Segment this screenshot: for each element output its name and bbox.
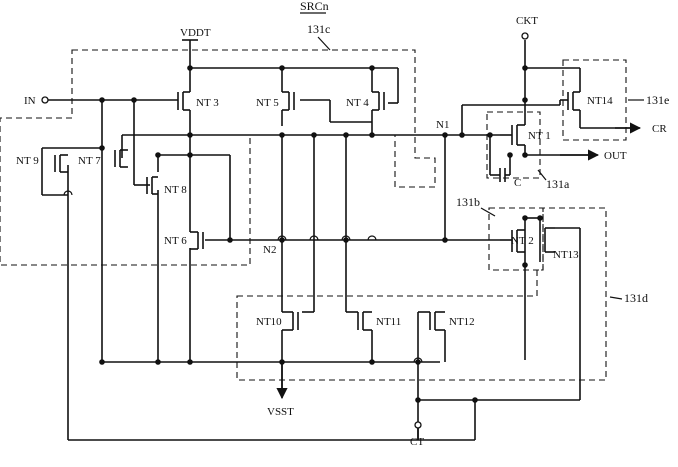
transistor-nt6 xyxy=(190,232,203,249)
ct-terminal xyxy=(415,422,421,428)
block-131c-outline xyxy=(0,50,435,265)
terminals xyxy=(42,33,640,440)
in-label: IN xyxy=(24,95,36,107)
block-131d-outline xyxy=(237,208,606,380)
nt9-label: NT 9 xyxy=(16,155,39,167)
nt7-label: NT 7 xyxy=(78,155,101,167)
block-131d-label: 131d xyxy=(624,291,648,305)
nt1-label: NT 1 xyxy=(528,130,551,142)
nt6-label: NT 6 xyxy=(164,235,187,247)
transistor-nt3 xyxy=(178,92,190,110)
transistor-nt10 xyxy=(282,312,298,330)
transistor-nt4 xyxy=(372,92,384,110)
nt11-label: NT11 xyxy=(376,316,401,328)
ct-label: CT xyxy=(410,436,424,448)
block-131a-label: 131a xyxy=(546,177,570,191)
nt10-label: NT10 xyxy=(256,316,282,328)
nt4-label: NT 4 xyxy=(346,97,369,109)
transistor-nt1 xyxy=(500,110,525,150)
title-label: SRCn xyxy=(300,0,329,13)
nt5-label: NT 5 xyxy=(256,97,279,109)
nt13-label: NT13 xyxy=(553,249,579,261)
block-131c-label: 131c xyxy=(307,22,330,36)
ckt-terminal xyxy=(522,33,528,39)
vddt-label: VDDT xyxy=(180,27,211,39)
capacitor-c xyxy=(500,168,510,182)
junction-dots xyxy=(99,65,543,403)
vsst-label: VSST xyxy=(267,406,294,418)
nt12-label: NT12 xyxy=(449,316,475,328)
out-label: OUT xyxy=(604,150,627,162)
n2-label: N2 xyxy=(263,244,276,256)
wire-crossovers xyxy=(64,191,422,362)
block-131a-outline xyxy=(487,112,540,178)
transistor-nt11 xyxy=(346,312,372,330)
transistor-nt5 xyxy=(282,92,294,110)
nt2-label: NT 2 xyxy=(511,235,534,247)
block-131e-label: 131e xyxy=(646,93,669,107)
nt14-label: NT14 xyxy=(587,95,613,107)
cr-label: CR xyxy=(652,123,667,135)
in-terminal xyxy=(42,97,48,103)
capacitor-label: C xyxy=(514,177,521,189)
transistor-nt12 xyxy=(418,312,445,362)
ckt-label: CKT xyxy=(516,15,538,27)
nt8-label: NT 8 xyxy=(164,184,187,196)
n1-label: N1 xyxy=(436,119,449,131)
transistor-nt9 xyxy=(55,155,68,172)
block-131b-label: 131b xyxy=(456,195,480,209)
nt3-label: NT 3 xyxy=(196,97,219,109)
